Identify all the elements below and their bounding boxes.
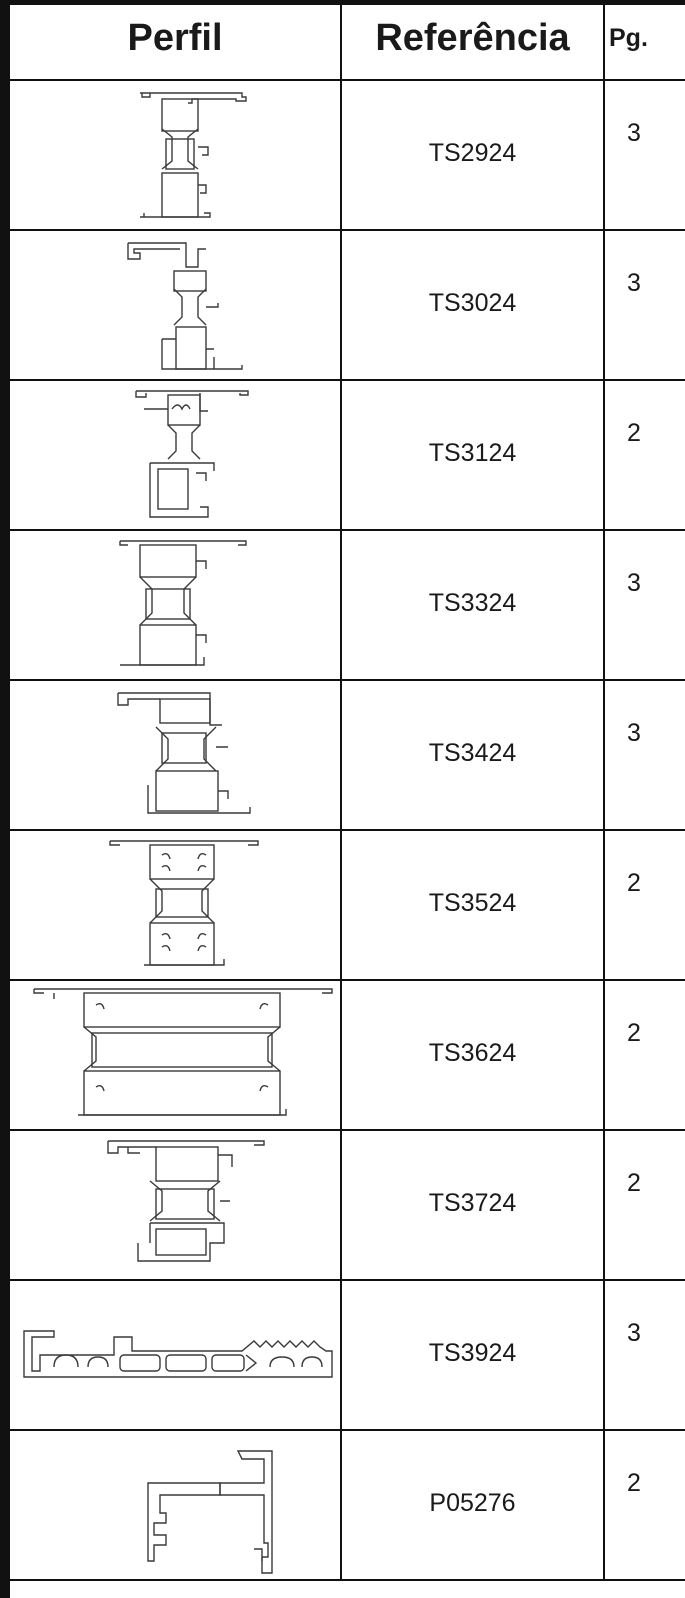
page-cell: 2	[605, 1131, 685, 1281]
reference-cell: TS3324	[342, 531, 605, 681]
page-cell: 3	[605, 531, 685, 681]
profile-drawing-ts3624	[10, 981, 342, 1131]
reference-cell: TS3024	[342, 231, 605, 381]
profile-section-icon	[117, 692, 251, 814]
profile-section-icon	[107, 1140, 265, 1262]
profile-section-icon	[140, 92, 247, 218]
profile-drawing-ts3924	[10, 1281, 342, 1431]
profile-section-icon	[119, 540, 247, 666]
header-reference: Referência	[342, 5, 605, 81]
profile-section-icon	[109, 840, 259, 966]
profile-drawing-ts3524	[10, 831, 342, 981]
header-page: Pg.	[605, 5, 685, 81]
profile-drawing-ts3424	[10, 681, 342, 831]
page-cell: 3	[605, 231, 685, 381]
page-cell: 2	[605, 1431, 685, 1581]
reference-cell: TS3124	[342, 381, 605, 531]
reference-cell: TS3424	[342, 681, 605, 831]
page-cell: 2	[605, 981, 685, 1131]
page-cell: 2	[605, 831, 685, 981]
page-cell: 3	[605, 681, 685, 831]
profile-section-icon	[135, 390, 249, 518]
profile-section-icon	[127, 242, 243, 370]
profile-drawing-ts3024	[10, 231, 342, 381]
profile-section-icon	[23, 1330, 333, 1378]
page-cell: 3	[605, 1281, 685, 1431]
profile-drawing-p05276	[10, 1431, 342, 1581]
profile-drawing-ts3324	[10, 531, 342, 681]
profile-drawing-ts3724	[10, 1131, 342, 1281]
reference-cell: TS3724	[342, 1131, 605, 1281]
page-cell: 3	[605, 81, 685, 231]
profile-section-icon	[147, 1450, 273, 1574]
reference-cell: P05276	[342, 1431, 605, 1581]
reference-cell: TS3524	[342, 831, 605, 981]
header-profile: Perfil	[10, 5, 342, 81]
reference-cell: TS3624	[342, 981, 605, 1131]
profile-table: Perfil Referência Pg. TS2924 3	[10, 5, 685, 1581]
reference-cell: TS2924	[342, 81, 605, 231]
reference-cell: TS3924	[342, 1281, 605, 1431]
page-cell: 2	[605, 381, 685, 531]
profile-section-icon	[33, 988, 333, 1116]
profile-drawing-ts3124	[10, 381, 342, 531]
profile-drawing-ts2924	[10, 81, 342, 231]
